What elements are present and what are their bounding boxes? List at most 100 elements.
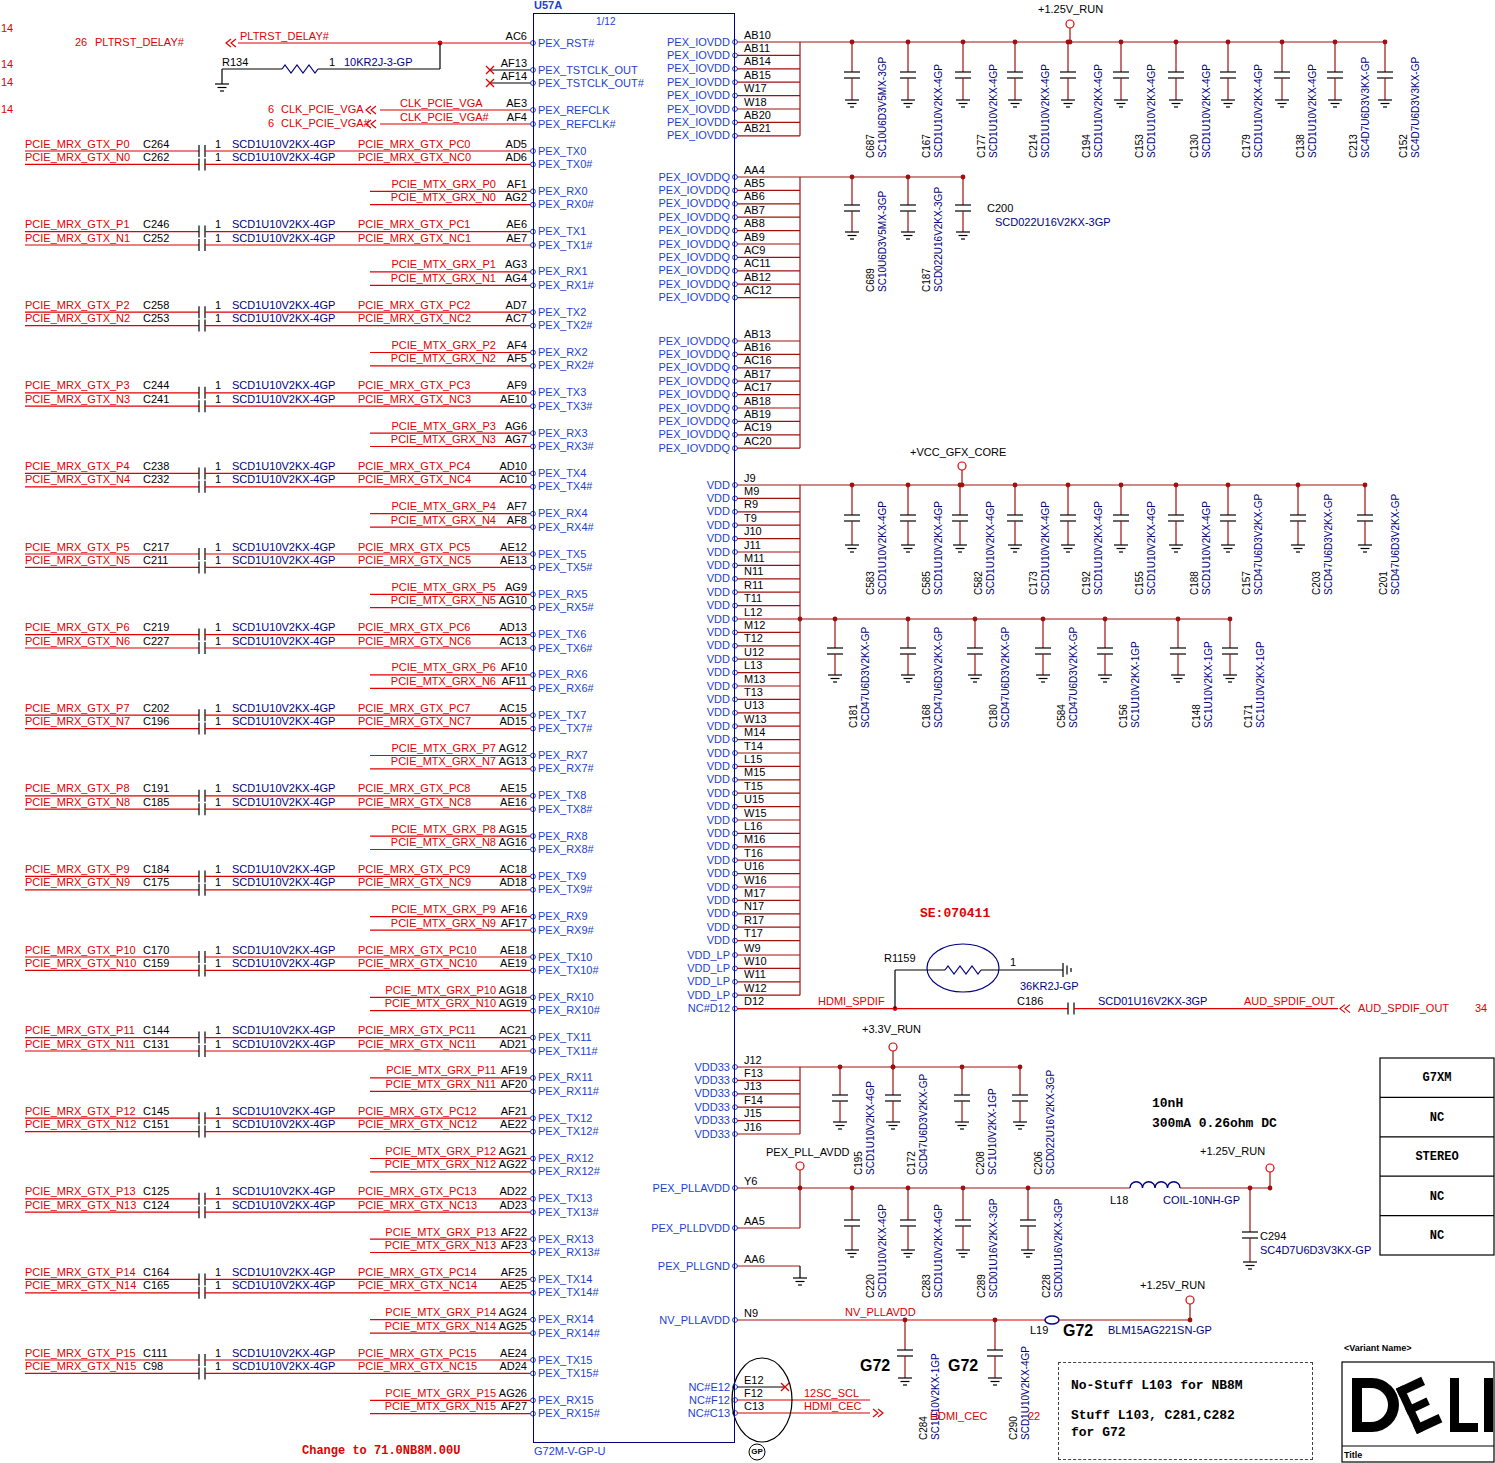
ground-symbol <box>833 1121 847 1122</box>
pin-number: W12 <box>744 983 767 994</box>
pin-name: PEX_IOVDD <box>667 130 730 141</box>
part-label: 1 <box>215 461 221 472</box>
pin-bubble <box>733 979 738 984</box>
wire <box>439 43 440 69</box>
pin-name: VDD <box>707 506 730 517</box>
wire <box>1227 42 1228 72</box>
pin-name: PEX_IOVDDQ <box>658 185 730 196</box>
pin-number: T13 <box>744 687 763 698</box>
net-label: PCIE_MRX_GTX_P14 <box>25 1267 136 1278</box>
pin-name: VDD <box>707 533 730 544</box>
ground-symbol <box>845 99 859 100</box>
capacitor-plate <box>844 71 860 72</box>
pin-name: PEX_REFCLK# <box>538 119 616 130</box>
wire <box>1019 1101 1020 1122</box>
capacitor-plate <box>198 1287 199 1299</box>
part-reference: C195 <box>854 1151 864 1175</box>
net-wire <box>25 1212 199 1213</box>
wire <box>851 211 852 232</box>
part-label: C294 <box>1260 1231 1286 1242</box>
junction-dot <box>973 617 978 622</box>
pin-number: AF23 <box>501 1240 527 1251</box>
part-reference: C194 <box>1082 134 1092 158</box>
net-label: PCIE_MRX_GTX_PC12 <box>358 1106 477 1117</box>
part-value: SCD1U10V2KX-4GP <box>878 501 888 595</box>
pin-name: PEX_TX11# <box>538 1046 598 1057</box>
pin-name: PEX_RX7 <box>538 750 588 761</box>
net-label: PCIE_MTX_GRX_N11 <box>386 1079 496 1090</box>
pin-bubble <box>733 710 738 715</box>
ground-symbol <box>961 1256 965 1257</box>
pin-name: PEX_IOVDD <box>667 50 730 61</box>
wire <box>799 42 800 136</box>
part-reference: C192 <box>1082 571 1092 595</box>
ground-symbol <box>1061 99 1075 100</box>
wire <box>851 78 852 100</box>
net-label: PCIE_MRX_GTX_PC6 <box>358 622 470 633</box>
junction-dot <box>1018 1065 1023 1070</box>
ground-symbol <box>1041 681 1045 682</box>
pin-bubble <box>733 93 738 98</box>
ground-symbol <box>833 681 837 682</box>
net-label: PCIE_MTX_GRX_P10 <box>385 985 496 996</box>
part-section: 1/12 <box>596 17 615 27</box>
pin-name: VDD <box>707 573 730 584</box>
ground-symbol <box>798 1284 802 1285</box>
pin-name: PEX_IOVDDQ <box>658 225 730 236</box>
part-value: SCD1U10V2KX-4GP <box>878 1204 888 1298</box>
net-wire <box>25 325 199 326</box>
pin-number: AF7 <box>507 501 527 512</box>
ground-symbol <box>1119 551 1123 552</box>
ground-symbol <box>1381 103 1390 104</box>
pin-name: VDD <box>707 627 730 638</box>
part-value: SCD1U10V2KX-4GP <box>232 461 335 472</box>
wire <box>1104 654 1105 675</box>
ground-symbol <box>838 1128 842 1129</box>
part-value: SCD1U10V2KX-4GP <box>1041 64 1051 158</box>
pin-number: W9 <box>744 943 761 954</box>
ground-symbol <box>215 83 229 84</box>
junction-dot <box>906 483 911 488</box>
pin-bubble <box>733 80 738 85</box>
part-reference: C187 <box>922 268 932 292</box>
net-label: PCIE_MTX_GRX_P9 <box>391 904 496 915</box>
pin-number: AA5 <box>744 1216 765 1227</box>
part-value: SCD1U10V2KX-4GP <box>1202 501 1212 595</box>
wire <box>851 42 852 72</box>
ground-symbol <box>845 544 859 545</box>
part-label: 1 <box>215 1348 221 1359</box>
pin-name: PEX_IOVDDQ <box>658 279 730 290</box>
wire <box>907 1188 908 1220</box>
pin-number: AC16 <box>744 355 772 366</box>
wire <box>1014 78 1015 100</box>
net-label: PCIE_MRX_GTX_NC14 <box>358 1280 477 1291</box>
wire <box>737 1227 800 1228</box>
net-label: 14 <box>1 104 13 115</box>
pin-name: PEX_RX2# <box>538 360 594 371</box>
net-label: 14 <box>1 77 13 88</box>
wire <box>1019 1067 1020 1095</box>
net-label: PCIE_MRX_GTX_P7 <box>25 703 130 714</box>
ground-symbol <box>1114 544 1128 545</box>
wire <box>962 1188 963 1220</box>
pin-number: AF9 <box>507 380 527 391</box>
wire <box>737 940 800 941</box>
pin-number: AD21 <box>499 1039 527 1050</box>
pin-name: PEX_RX1 <box>538 266 588 277</box>
part-reference: C201 <box>1379 571 1389 595</box>
pin-number: AG7 <box>505 434 527 445</box>
pin-number: AE19 <box>500 958 527 969</box>
part-label: 1 <box>329 57 335 68</box>
net-label: PCIE_MRX_GTX_P13 <box>25 1186 136 1197</box>
pin-number: W16 <box>744 875 767 886</box>
power-terminal <box>1186 1296 1194 1304</box>
part-value: BLM15AG221SN-GP <box>1108 1325 1212 1336</box>
ground-symbol <box>1008 99 1022 100</box>
offpage-arrow <box>873 1409 883 1417</box>
capacitor-plate <box>1007 71 1023 72</box>
wire <box>800 618 1230 619</box>
pin-name: VDD33 <box>695 1088 730 1099</box>
pin-bubble <box>733 617 738 622</box>
pin-number: AD5 <box>506 139 527 150</box>
wire <box>1014 485 1015 515</box>
